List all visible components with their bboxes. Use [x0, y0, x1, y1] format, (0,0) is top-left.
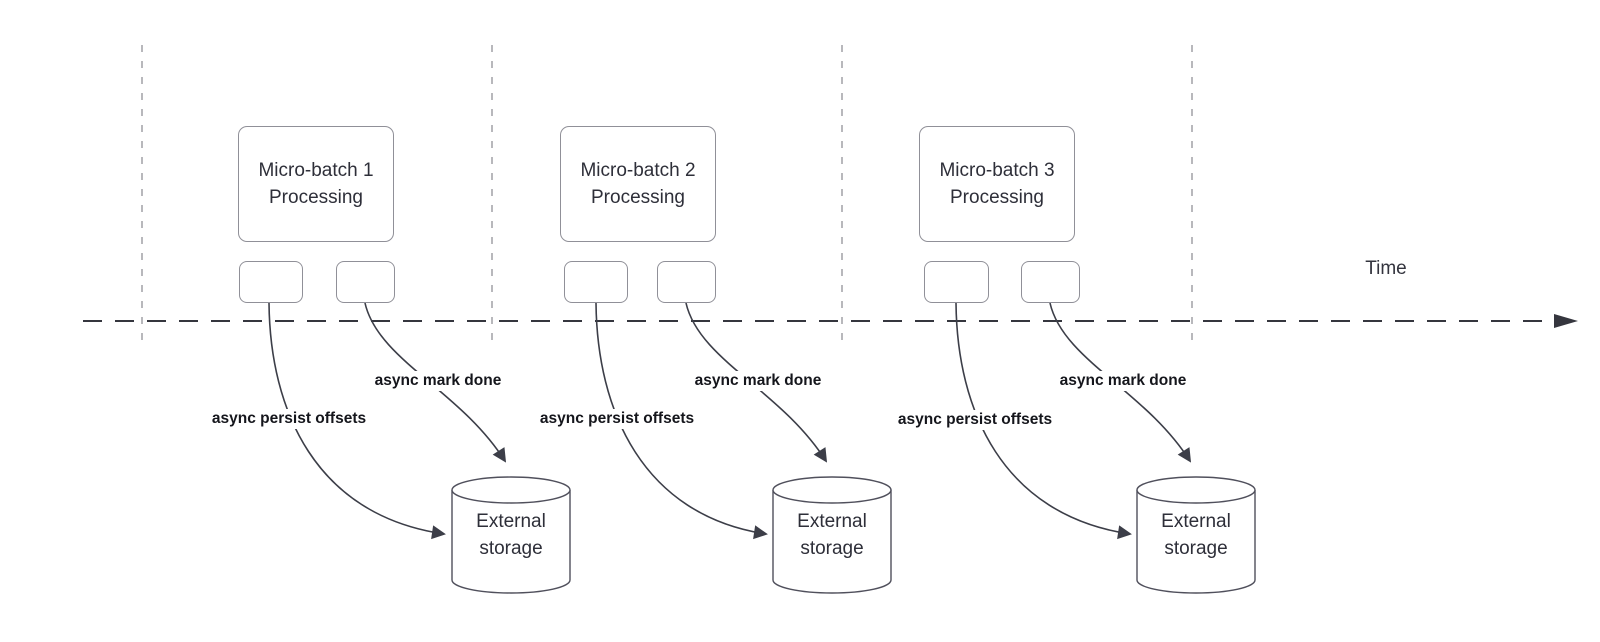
micro-batch-2-task-box-a	[564, 261, 628, 303]
micro-batch-1-processing-box: Micro-batch 1 Processing	[238, 126, 394, 242]
external-storage-label-2-line2: storage	[800, 538, 864, 559]
mark-done-label-1: async mark done	[370, 371, 506, 391]
external-storage-label-1-line2: storage	[479, 538, 543, 559]
persist-offsets-arrow-3	[955, 302, 1130, 534]
external-storage-cylinder-2	[772, 476, 892, 594]
micro-batch-2-processing-box: Micro-batch 2 Processing	[560, 126, 716, 242]
cylinder-body-1	[451, 490, 571, 594]
persist-offsets-label-1: async persist offsets	[207, 409, 371, 429]
cylinder-body-3	[1136, 490, 1256, 594]
external-storage-label-2-line1: External	[797, 511, 867, 532]
cylinder-top-2	[772, 476, 892, 504]
micro-batch-3-processing-box: Micro-batch 3 Processing	[919, 126, 1075, 242]
external-storage-label-3-line1: External	[1161, 511, 1231, 532]
micro-batch-3-title-line2: Processing	[950, 187, 1044, 208]
mark-done-label-2: async mark done	[690, 371, 826, 391]
cylinder-body-2	[772, 490, 892, 594]
cylinder-top-1	[451, 476, 571, 504]
external-storage-label-3-line2: storage	[1164, 538, 1228, 559]
external-storage-label-1-line1: External	[476, 511, 546, 532]
persist-offsets-arrow-2	[595, 302, 766, 534]
micro-batch-1-task-box-b	[336, 261, 395, 303]
micro-batch-2-title-line1: Micro-batch 2	[580, 160, 696, 181]
persist-offsets-label-2: async persist offsets	[535, 409, 699, 429]
persist-offsets-label-3: async persist offsets	[893, 410, 1057, 430]
external-storage-label-1: External storage	[452, 508, 570, 562]
micro-batch-2-title-line2: Processing	[591, 187, 685, 208]
micro-batch-3-title-line1: Micro-batch 3	[939, 160, 1055, 181]
micro-batch-1-title-line1: Micro-batch 1	[258, 160, 374, 181]
micro-batch-2-task-box-b	[657, 261, 716, 303]
cylinder-top-3	[1136, 476, 1256, 504]
time-axis-arrowhead	[1554, 314, 1578, 328]
external-storage-cylinder-1	[451, 476, 571, 594]
time-axis-label: Time	[1365, 258, 1407, 279]
micro-batch-1-task-box-a	[239, 261, 303, 303]
external-storage-cylinder-3	[1136, 476, 1256, 594]
micro-batch-1-title-line2: Processing	[269, 187, 363, 208]
micro-batch-3-task-box-a	[924, 261, 989, 303]
external-storage-label-2: External storage	[773, 508, 891, 562]
persist-offsets-arrow-1	[268, 302, 444, 534]
mark-done-label-3: async mark done	[1055, 371, 1191, 391]
micro-batch-3-task-box-b	[1021, 261, 1080, 303]
external-storage-label-3: External storage	[1137, 508, 1255, 562]
